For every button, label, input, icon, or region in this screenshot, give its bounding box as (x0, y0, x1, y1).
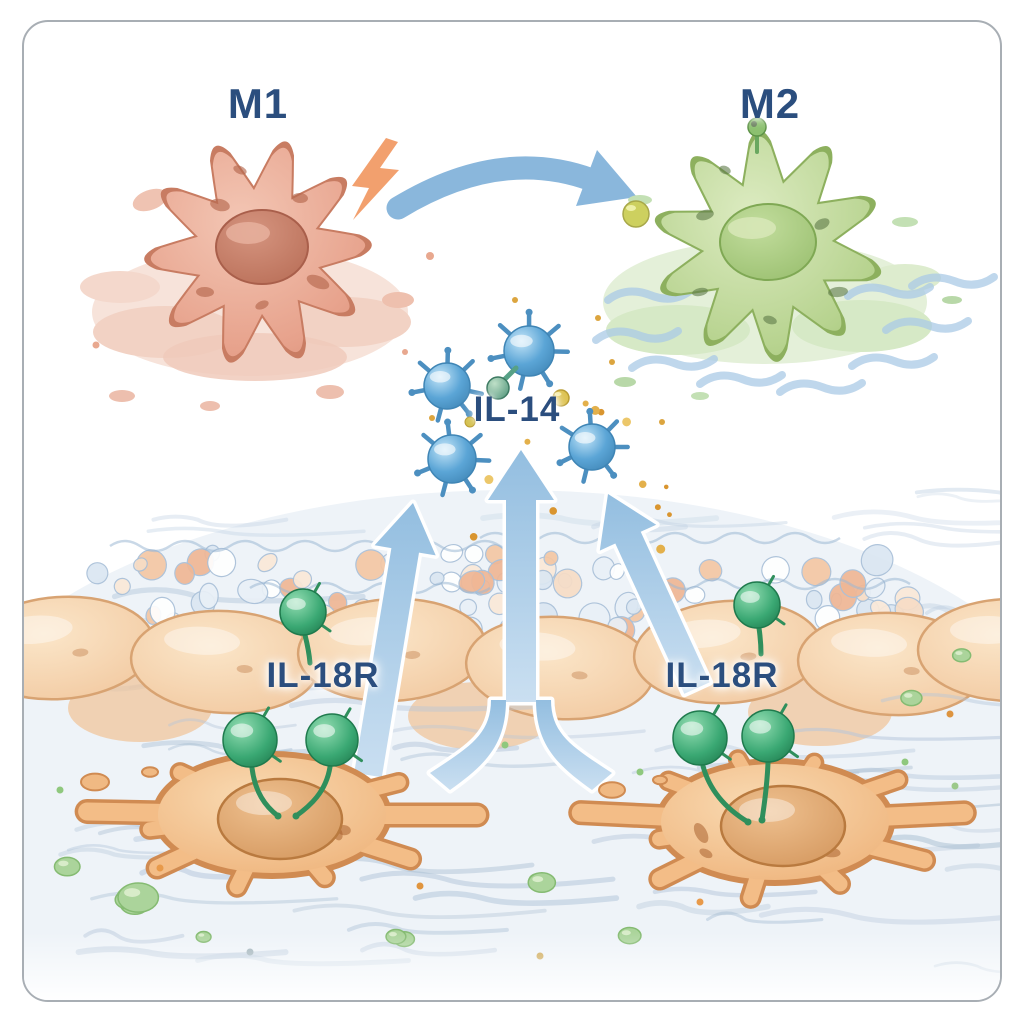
label-m2: M2 (739, 80, 801, 127)
label-il18r-right: IL-18R (665, 656, 779, 695)
il18-receptors-on-tissue (279, 574, 786, 666)
label-il14-cytokine: IL-14 (473, 390, 561, 429)
lightning-bolt-icon (352, 138, 399, 220)
ecm-wave-strokes-upper (146, 487, 1000, 548)
m2-macrophage-cell (592, 117, 998, 400)
label-m1: M1 (227, 80, 289, 127)
stromal-cell-left (74, 706, 490, 898)
il14-cytokine-particles (408, 308, 630, 498)
m1-cell-spots (196, 165, 330, 310)
polarization-arrow (386, 150, 637, 220)
m2-surface-sprout (747, 117, 767, 154)
m2-olive-particle (622, 200, 650, 228)
secretion-arrows (354, 450, 710, 790)
label-il18r-left: IL-18R (266, 656, 380, 695)
cobblestone-cell-layer (86, 543, 924, 647)
illustration-scene (24, 117, 1000, 1000)
m1-macrophage-cell (80, 138, 434, 411)
m2-blue-wave-strokes (592, 273, 998, 396)
m2-cell-spots (692, 165, 848, 325)
membrane-squiggles (109, 531, 911, 595)
stromal-cell-right (568, 703, 977, 909)
bottom-fade (24, 932, 1000, 1000)
figure-frame (22, 20, 1002, 1002)
